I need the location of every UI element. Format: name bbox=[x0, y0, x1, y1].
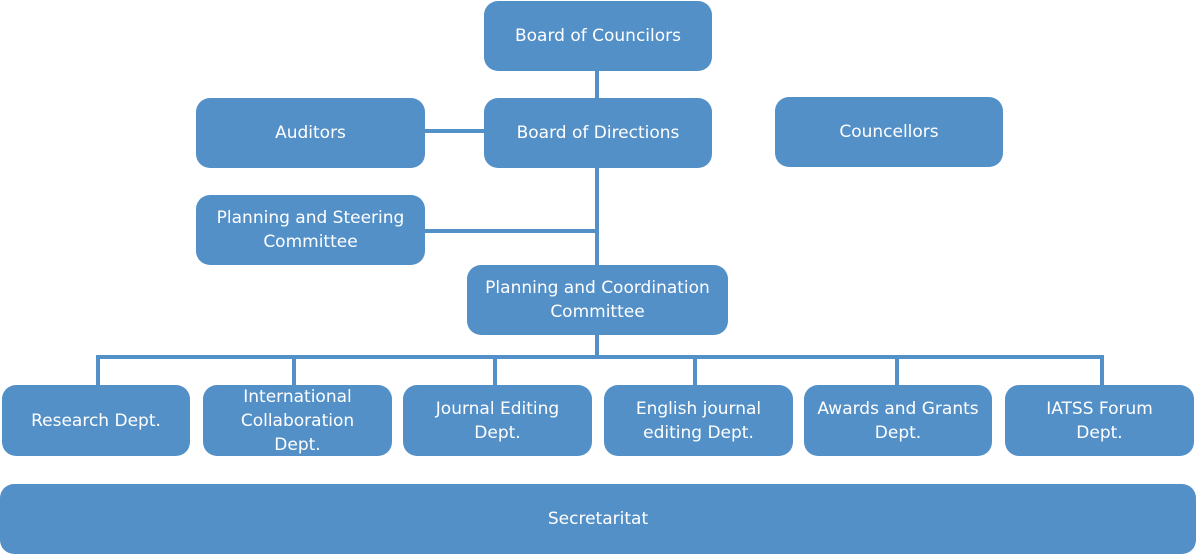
connector bbox=[895, 355, 899, 387]
connector bbox=[493, 355, 497, 387]
connector bbox=[595, 166, 599, 267]
board-of-directions: Board of Directions bbox=[484, 98, 712, 168]
connector bbox=[424, 229, 597, 233]
connector bbox=[1100, 355, 1104, 387]
planning-steering-committee: Planning and Steering Committee bbox=[196, 195, 425, 265]
secretariat: Secretaritat bbox=[0, 484, 1196, 554]
connector bbox=[292, 355, 296, 387]
connector bbox=[595, 333, 599, 357]
councellors: Councellors bbox=[775, 97, 1003, 167]
planning-coordination-committee: Planning and Coordination Committee bbox=[467, 265, 728, 335]
dept-journal-editing: Journal Editing Dept. bbox=[403, 385, 592, 456]
dept-iatss-forum: IATSS Forum Dept. bbox=[1005, 385, 1194, 456]
dept-research: Research Dept. bbox=[2, 385, 190, 456]
dept-awards-grants: Awards and Grants Dept. bbox=[804, 385, 992, 456]
board-of-councilors: Board of Councilors bbox=[484, 1, 712, 71]
auditors: Auditors bbox=[196, 98, 425, 168]
connector bbox=[693, 355, 697, 387]
dept-english-journal: English journal editing Dept. bbox=[604, 385, 793, 456]
dept-international: International Collaboration Dept. bbox=[203, 385, 392, 456]
connector bbox=[424, 129, 486, 133]
connector bbox=[595, 70, 599, 100]
connector bbox=[96, 355, 100, 387]
connector bbox=[96, 355, 1104, 359]
